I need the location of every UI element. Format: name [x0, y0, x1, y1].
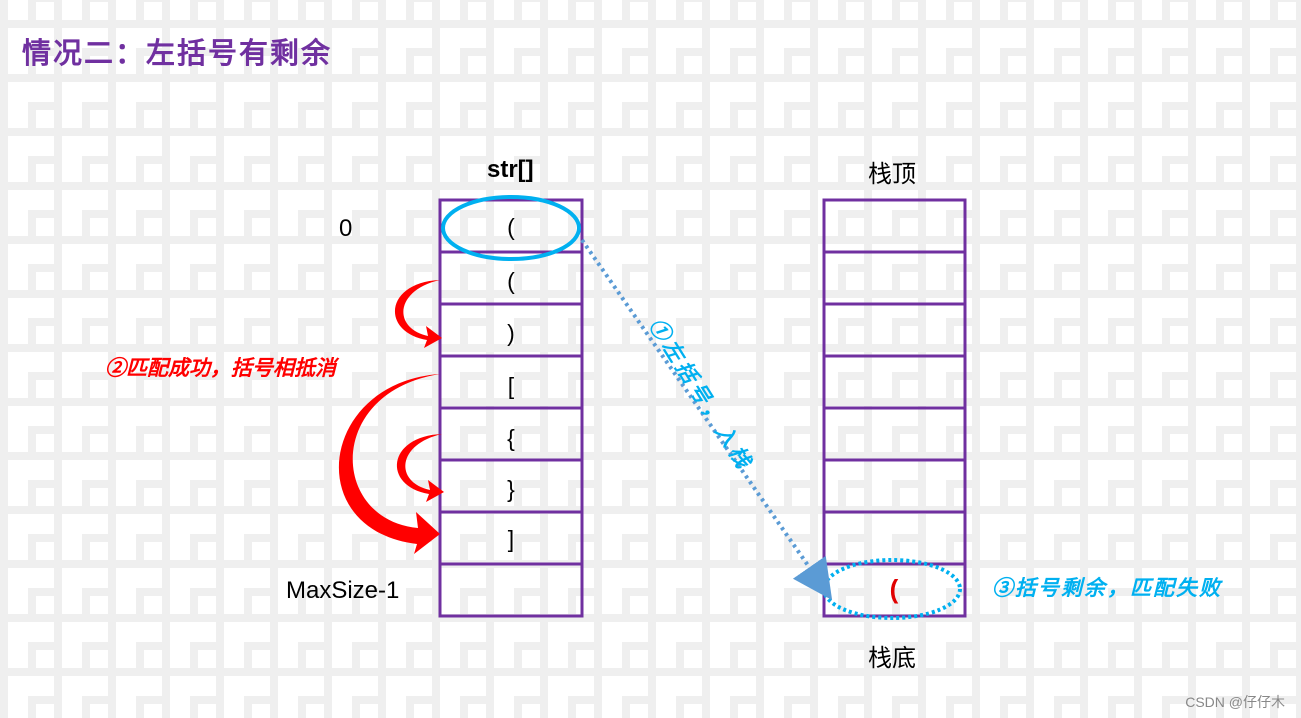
stack-cell [822, 250, 967, 306]
step3-annotation: ③括号剩余，匹配失败 [992, 575, 1222, 600]
step2-annotation: ②匹配成功，括号相抵消 [105, 355, 336, 380]
match-arrow-small-2 [396, 434, 444, 502]
match-arrow-small-1 [394, 280, 442, 348]
array-cell-value-1: ( [507, 268, 515, 294]
watermark: CSDN @仔仔木 [1185, 694, 1285, 710]
array-cell-value-4: { [507, 425, 515, 451]
array-cell-value-0: ( [507, 214, 515, 240]
stack-cell [822, 354, 967, 410]
stack-cell [822, 198, 967, 254]
array-cell-value-6: ] [507, 526, 515, 552]
array-cell-value-5: } [507, 476, 515, 502]
stack-cell [822, 510, 967, 566]
stack-cell [822, 406, 967, 462]
array-cells [438, 198, 584, 618]
stack-cell [822, 302, 967, 358]
array-cell-value-2: ) [507, 320, 515, 346]
array-cell [438, 562, 584, 618]
match-arrows [338, 280, 444, 554]
array-cell-value-3: [ [507, 373, 515, 399]
stack-top-label: 栈顶 [868, 161, 916, 188]
stack-cell [822, 458, 967, 514]
stack-cells [822, 198, 967, 618]
first-cell-highlight [441, 195, 581, 261]
match-arrow-large [338, 374, 440, 554]
page-title: 情况二：左括号有剩余 [22, 36, 333, 70]
array-label: str[] [487, 156, 534, 183]
index-first-label: 0 [339, 215, 353, 242]
stack-bottom-item: ( [889, 574, 899, 604]
index-last-label: MaxSize-1 [286, 577, 400, 604]
stack-bottom-label: 栈底 [868, 645, 916, 672]
push-arrow [580, 238, 833, 601]
